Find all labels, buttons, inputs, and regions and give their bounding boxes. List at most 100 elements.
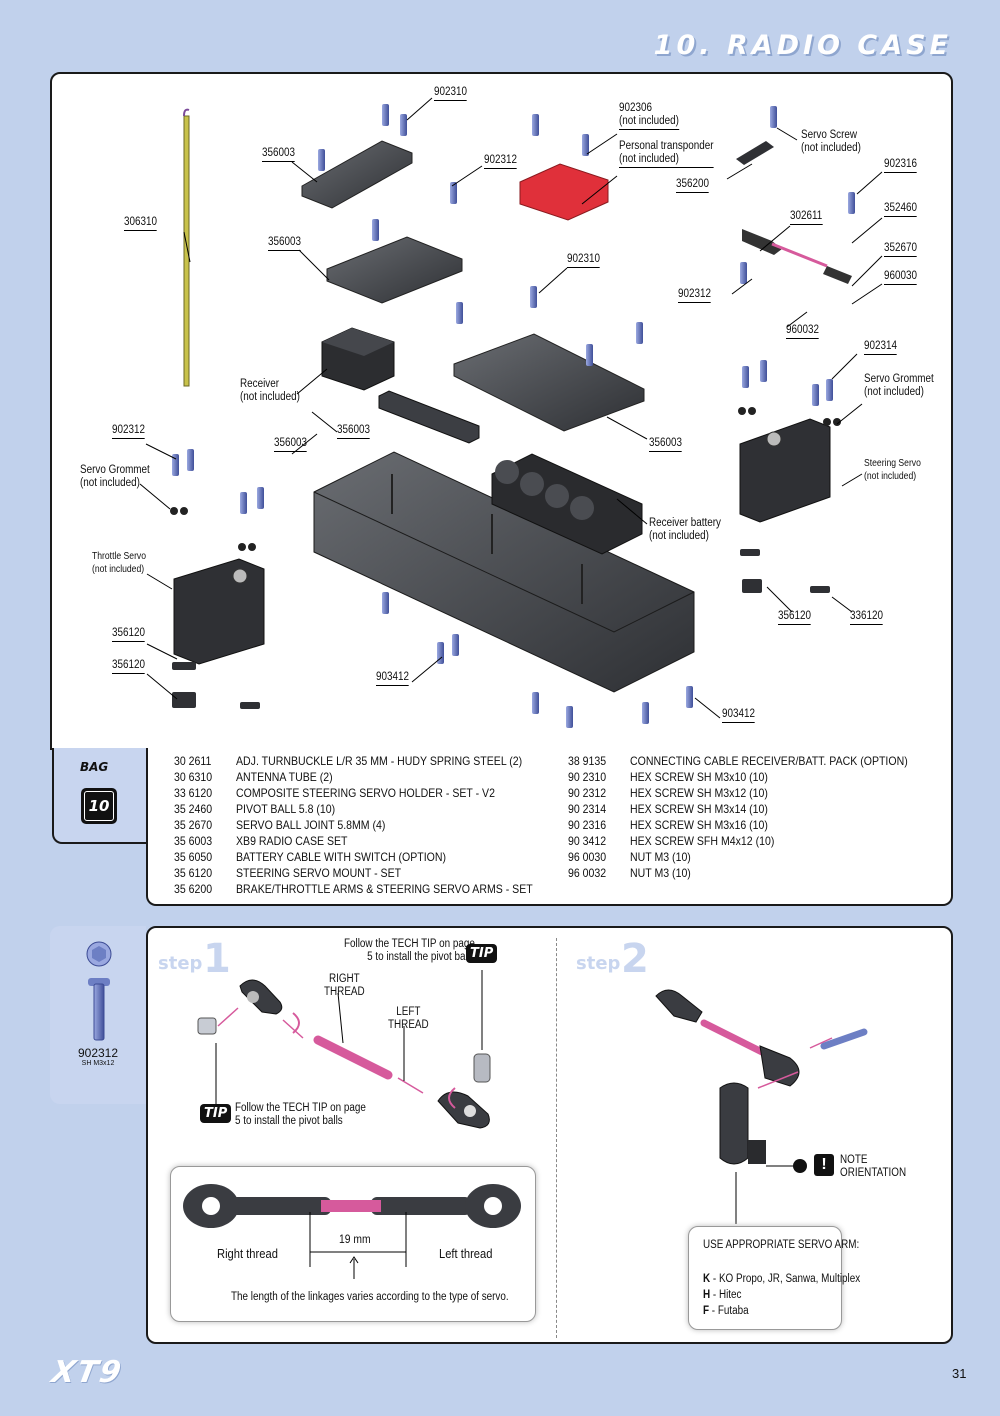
servo-arm-option: H - Hitec — [703, 1289, 741, 1302]
part-description: HEX SCREW SH M3x16 (10) — [630, 818, 768, 832]
part-code: 96 0030 — [568, 850, 607, 864]
part-code: 30 2611 — [174, 754, 212, 768]
steering-servo-shape — [739, 418, 831, 523]
callout-steering-servo: Steering Servo (not included) — [864, 458, 921, 482]
part-code: 35 2670 — [174, 818, 213, 832]
callout-902314: 902314 — [864, 340, 898, 355]
callout-306310: 306310 — [124, 216, 158, 231]
part-code: 35 6120 — [174, 866, 213, 880]
callout-receiver: Receiver (not included) — [240, 378, 300, 403]
step2-word: step — [576, 953, 621, 974]
note-orientation: NOTE ORIENTATION — [840, 1154, 907, 1179]
detail-left-thread: Left thread — [439, 1246, 493, 1261]
callout-356003-b: 356003 — [268, 236, 302, 251]
callout-902312-b: 902312 — [678, 288, 712, 303]
part-description: COMPOSITE STEERING SERVO HOLDER - SET - … — [236, 786, 495, 800]
step2-number: 2 — [621, 936, 649, 982]
part-code: 30 6310 — [174, 770, 213, 784]
callout-throttle-servo: Throttle Servo (not included) — [92, 551, 147, 575]
detail-note: The length of the linkages varies accord… — [231, 1291, 509, 1303]
callout-903412-b: 903412 — [722, 708, 756, 723]
exploded-diagram-panel: 902310 902306 (not included) 356003 9023… — [50, 72, 953, 750]
callout-servo-screw: Servo Screw (not included) — [801, 129, 861, 154]
callout-302611: 302611 — [790, 210, 823, 225]
callout-356003-c: 356003 — [337, 424, 371, 439]
callout-receiver-battery: Receiver battery (not included) — [649, 517, 722, 542]
hex-screw-icon — [86, 941, 112, 1041]
part-code: 38 9135 — [568, 754, 607, 768]
part-code: 35 2460 — [174, 802, 213, 816]
bag-number: 10 — [84, 791, 114, 821]
tip-badge-top: TIP — [466, 944, 498, 963]
servo-arm-option: F - Futaba — [703, 1305, 749, 1318]
page-number: 31 — [952, 1366, 967, 1381]
callout-352670: 352670 — [884, 242, 918, 257]
radio-case-shape — [313, 451, 695, 693]
part-description: BRAKE/THROTTLE ARMS & STEERING SERVO ARM… — [236, 882, 533, 896]
callout-356120-b: 356120 — [112, 627, 146, 642]
callout-902312-a: 902312 — [484, 154, 518, 169]
callout-servo-grommet-right: Servo Grommet (not included) — [864, 373, 934, 398]
detail-dimension: 19 mm — [339, 1232, 371, 1246]
callout-902316: 902316 — [884, 158, 918, 173]
servo-arm-key: F — [703, 1305, 710, 1317]
callout-902306: 902306 (not included) — [619, 102, 679, 130]
step-divider — [556, 938, 557, 1338]
step1-word: step — [158, 953, 203, 974]
callout-356003-d: 356003 — [274, 437, 308, 452]
part-description: CONNECTING CABLE RECEIVER/BATT. PACK (OP… — [630, 754, 908, 768]
part-description: BATTERY CABLE WITH SWITCH (OPTION) — [236, 850, 447, 864]
part-code: 90 2312 — [568, 786, 607, 800]
antenna-tube — [183, 108, 190, 387]
servo-arm-brands: - Futaba — [709, 1305, 749, 1317]
callout-902310-b: 902310 — [567, 253, 601, 268]
part-code: 90 2314 — [568, 802, 607, 816]
callout-902310-a: 902310 — [434, 86, 468, 101]
receiver-battery-shape — [491, 453, 643, 555]
part-code: 35 6003 — [174, 834, 213, 848]
part-description: SERVO BALL JOINT 5.8MM (4) — [236, 818, 386, 832]
bag-label: BAG — [80, 760, 109, 774]
page-title: 10. RADIO CASE — [653, 30, 952, 61]
servo-arm-title: USE APPROPRIATE SERVO ARM: — [703, 1239, 860, 1251]
callout-352460: 352460 — [884, 202, 918, 217]
callout-356120-c: 356120 — [112, 659, 146, 674]
callout-960030: 960030 — [884, 270, 918, 285]
steps-panel: step 1 Follow the TECH TIP on page 5 to … — [146, 926, 953, 1344]
callout-903412-a: 903412 — [376, 671, 410, 686]
linkage-detail-box: Right thread Left thread 19 mm The lengt… — [170, 1166, 536, 1322]
hex-screw-icons — [172, 104, 855, 728]
step1-number: 1 — [203, 936, 231, 982]
callout-902312-c: 902312 — [112, 424, 146, 439]
part-description: HEX SCREW SH M3x10 (10) — [630, 770, 768, 784]
step1-tip-top-text: Follow the TECH TIP on page 5 to install… — [344, 938, 475, 963]
part-code: 33 6120 — [174, 786, 213, 800]
bag-number-badge: 10 — [81, 788, 117, 824]
callout-336120: 336120 — [850, 610, 884, 625]
note-icon: ! — [814, 1154, 834, 1176]
callout-356200: 356200 — [676, 178, 710, 193]
side-part-spec: SH M3x12 — [81, 1060, 115, 1067]
part-description: HEX SCREW SH M3x12 (10) — [630, 786, 768, 800]
part-code: 90 2316 — [568, 818, 607, 832]
part-description: PIVOT BALL 5.8 (10) — [236, 802, 336, 816]
servo-arm-key: K — [703, 1273, 711, 1285]
part-description: NUT M3 (10) — [630, 850, 691, 864]
callout-servo-grommet-left: Servo Grommet (not included) — [80, 464, 150, 489]
step1-tip-bottom-text: Follow the TECH TIP on page 5 to install… — [235, 1102, 366, 1127]
callout-personal-transponder: Personal transponder (not included) — [619, 140, 714, 168]
tip-badge-bottom: TIP — [200, 1104, 232, 1123]
part-description: ANTENNA TUBE (2) — [236, 770, 333, 784]
servo-arm-key: H — [703, 1289, 711, 1301]
callout-356003-e: 356003 — [649, 437, 683, 452]
right-thread-label: RIGHT THREAD — [324, 973, 365, 998]
part-description: HEX SCREW SFH M4x12 (10) — [630, 834, 775, 848]
side-part-code: 902312 — [77, 1046, 119, 1060]
step1-turnbuckle-diagram — [197, 970, 491, 1129]
left-thread-label: LEFT THREAD — [388, 1006, 429, 1031]
side-part-panel: 902312 SH M3x12 — [50, 926, 146, 1104]
servo-arm-box: USE APPROPRIATE SERVO ARM: K - KO Propo,… — [688, 1226, 860, 1330]
part-description: HEX SCREW SH M3x14 (10) — [630, 802, 768, 816]
part-code: 90 3412 — [568, 834, 607, 848]
